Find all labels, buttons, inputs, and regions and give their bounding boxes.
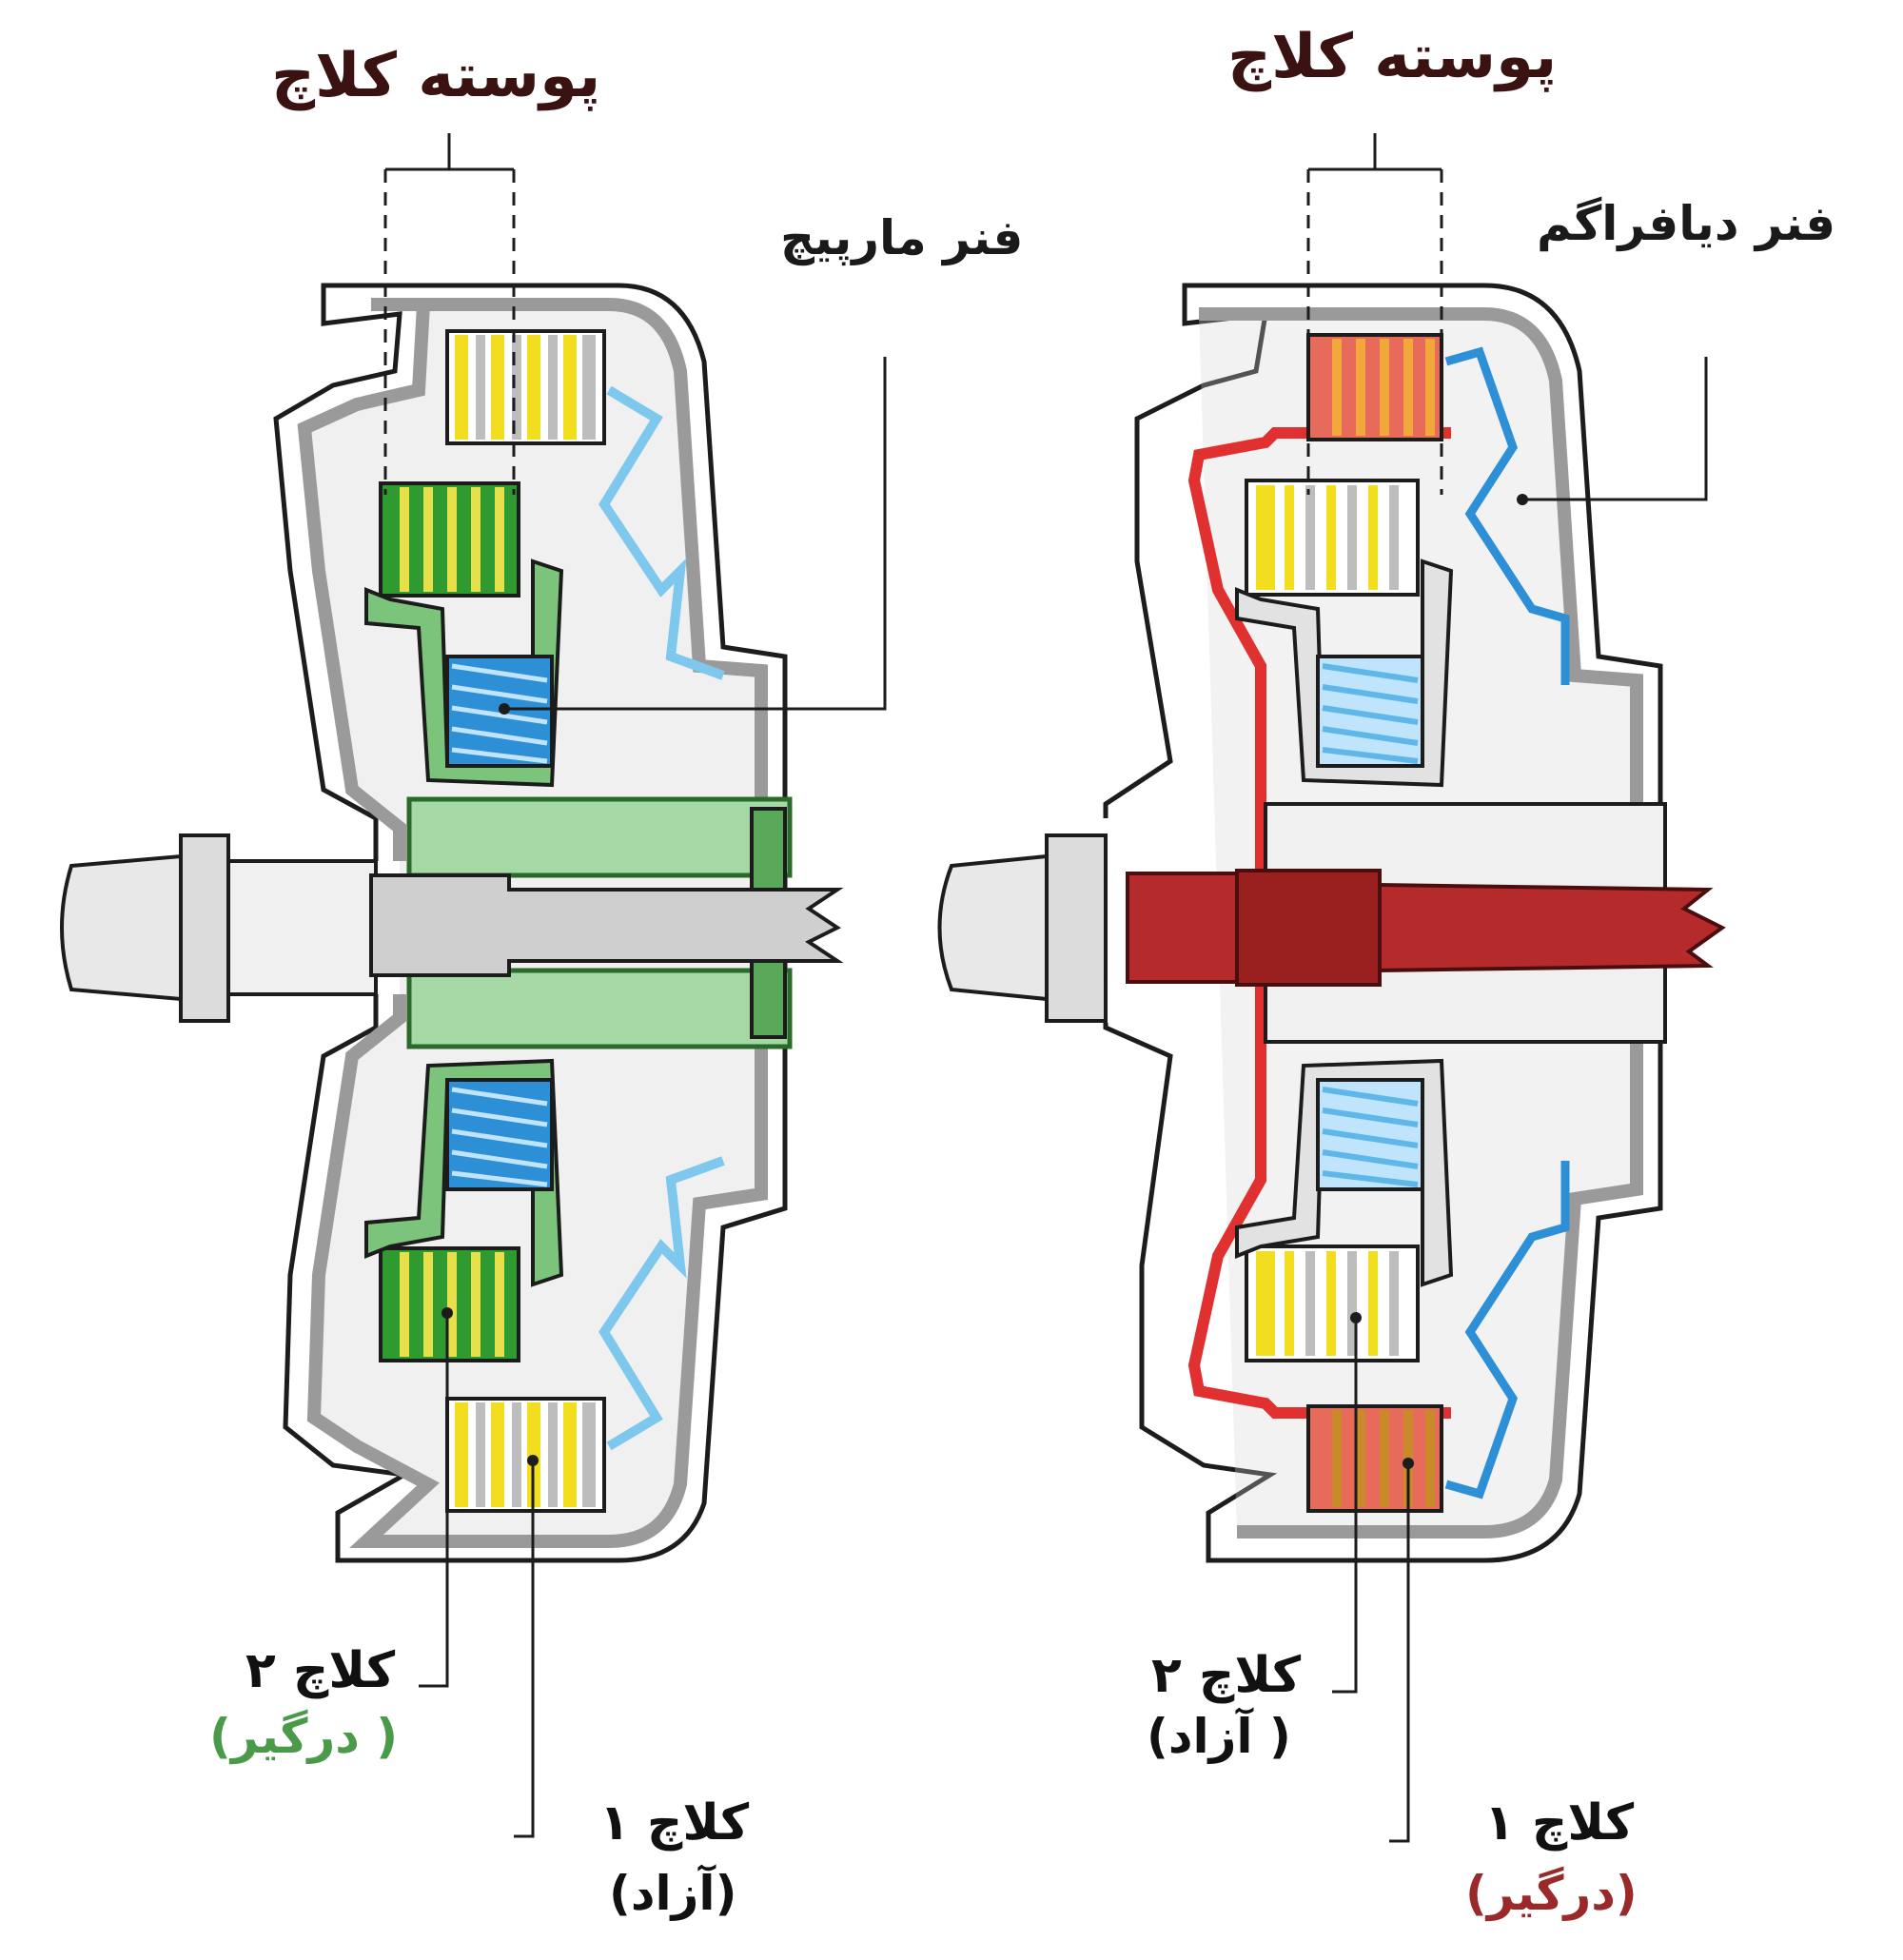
right-red-shaft-coupling bbox=[1235, 869, 1382, 987]
right-grey-piston-carrier-upper bbox=[1235, 559, 1454, 788]
right-lower-diaphragm-spring bbox=[1444, 1161, 1570, 1499]
right-lower-coil-spring bbox=[1316, 1078, 1424, 1191]
left-upper-blue-lever bbox=[598, 385, 725, 680]
right-clutch-assembly bbox=[937, 133, 1726, 1843]
right-red-output-shaft bbox=[1126, 872, 1726, 984]
left-lower-blue-lever bbox=[598, 1156, 725, 1451]
left-green-piston-carrier-upper bbox=[364, 559, 564, 788]
right-lower-engaged-plate-pack bbox=[1306, 1404, 1443, 1513]
left-green-piston-carrier-lower bbox=[364, 1058, 564, 1287]
left-hub-flange bbox=[179, 833, 230, 1023]
right-clutch2-leader-line bbox=[1332, 1318, 1358, 1694]
right-clutch1-leader-line bbox=[1389, 1463, 1410, 1843]
left-upper-coil-spring bbox=[445, 655, 554, 768]
left-lower-green-clutch-pack bbox=[379, 1246, 520, 1362]
left-grey-output-shaft bbox=[369, 873, 844, 977]
right-clutch1-label: کلاچ ۱ bbox=[1484, 1794, 1635, 1852]
right-lower-yellow-clutch-pack bbox=[1245, 1245, 1420, 1362]
right-upper-diaphragm-spring bbox=[1444, 346, 1570, 685]
right-red-engaged-carrier bbox=[1187, 427, 1451, 1419]
right-upper-yellow-clutch-pack bbox=[1245, 479, 1420, 597]
right-spring-leader-line bbox=[1522, 357, 1708, 501]
right-spring-label: فنر دیافراگم bbox=[1537, 196, 1836, 251]
right-housing-bracket bbox=[1306, 133, 1443, 495]
left-clutch2-label: کلاچ ۲ bbox=[245, 1642, 396, 1699]
left-clutch1-label: کلاچ ۱ bbox=[599, 1794, 750, 1852]
left-housing-outer-wall bbox=[273, 283, 788, 1563]
right-housing-outer-wall bbox=[1103, 283, 1663, 1563]
right-upper-engaged-plate-pack bbox=[1306, 333, 1443, 441]
left-hub-spline bbox=[226, 859, 378, 996]
right-hub-flange bbox=[1045, 833, 1108, 1023]
left-clutch1-leader-line bbox=[514, 1460, 535, 1838]
left-green-sleeve-lower bbox=[406, 968, 793, 1049]
left-clutch-assembly bbox=[60, 133, 887, 1838]
right-housing-title: پوسته کلاچ bbox=[1227, 22, 1558, 92]
left-green-sleeve-upper bbox=[406, 796, 793, 878]
right-upper-coil-spring bbox=[1316, 655, 1424, 768]
right-clutch1-state: (درگیر) bbox=[1465, 1866, 1638, 1921]
left-upper-green-clutch-pack bbox=[379, 481, 520, 598]
left-spring-leader-line bbox=[504, 357, 887, 711]
left-housing-bracket bbox=[383, 133, 516, 495]
left-lower-outer-plate-pack bbox=[445, 1397, 606, 1513]
right-clutch2-label: کلاچ ۲ bbox=[1151, 1647, 1302, 1704]
right-grey-piston-carrier-lower bbox=[1235, 1058, 1454, 1287]
left-lower-coil-spring bbox=[445, 1078, 554, 1191]
right-clutch2-state: ( آزاد) bbox=[1147, 1709, 1291, 1764]
left-upper-outer-plate-pack bbox=[445, 329, 606, 445]
left-housing-title: پوسته کلاچ bbox=[271, 41, 601, 111]
left-clutch2-leader-line bbox=[419, 1313, 449, 1688]
left-engine-shaft-stub bbox=[60, 853, 183, 1002]
left-clutch2-state: ( درگیر) bbox=[209, 1709, 399, 1764]
left-clutch1-state: (آزاد) bbox=[609, 1866, 737, 1921]
right-engine-shaft-stub bbox=[937, 853, 1049, 1002]
left-spring-label: فنر مارپیچ bbox=[780, 210, 1024, 265]
